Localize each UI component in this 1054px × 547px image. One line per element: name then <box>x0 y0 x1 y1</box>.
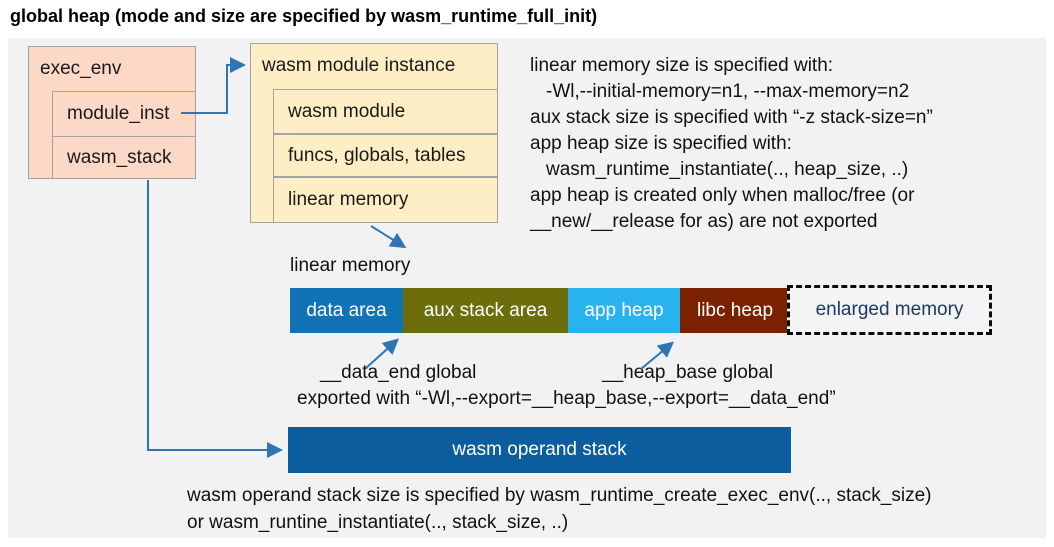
wasm-stack-box: wasm_stack <box>52 136 196 179</box>
note-line: app heap is created only when malloc/fre… <box>530 185 915 206</box>
note-line: aux stack size is specified with “-z sta… <box>530 107 933 128</box>
note-line: __new/__release for as) are not exported <box>530 211 878 232</box>
export-note: exported with “-Wl,--export=__heap_base,… <box>297 388 836 409</box>
heap-base-global-label: __heap_base global <box>602 362 774 383</box>
linear-memory-bar-label: linear memory <box>290 255 411 276</box>
memory-segment-app-heap: app heap <box>568 288 680 333</box>
data-end-global-label: __data_end global <box>320 362 477 383</box>
exec-env-label: exec_env <box>40 57 122 79</box>
operand-stack-notes: wasm operand stack size is specified by … <box>187 482 932 536</box>
diagram-title: global heap (mode and size are specified… <box>10 6 598 26</box>
memory-size-notes: linear memory size is specified with: -W… <box>530 53 933 235</box>
wasm-operand-stack-bar: wasm operand stack <box>288 427 791 473</box>
note-line: -Wl,--initial-memory=n1, --max-memory=n2 <box>546 81 910 102</box>
note-line: linear memory size is specified with: <box>530 55 834 76</box>
note-line: or wasm_runtine_instantiate(.., stack_si… <box>187 512 569 533</box>
memory-segment-enlarged-memory: enlarged memory <box>787 285 992 335</box>
memory-segment-data-area: data area <box>290 288 403 333</box>
funcs-globals-tables-row: funcs, globals, tables <box>273 134 498 177</box>
linear-memory-row: linear memory <box>273 177 498 223</box>
note-line: wasm_runtime_instantiate(.., heap_size, … <box>546 159 909 180</box>
memory-segment-libc-heap: libc heap <box>680 288 790 333</box>
module-inst-box: module_inst <box>52 91 196 137</box>
module-instance-label: wasm module instance <box>262 55 456 76</box>
note-line: wasm operand stack size is specified by … <box>187 485 932 506</box>
memory-segment-aux-stack: aux stack area <box>403 288 568 333</box>
wasm-module-row: wasm module <box>273 89 498 134</box>
note-line: app heap size is specified with: <box>530 133 792 154</box>
